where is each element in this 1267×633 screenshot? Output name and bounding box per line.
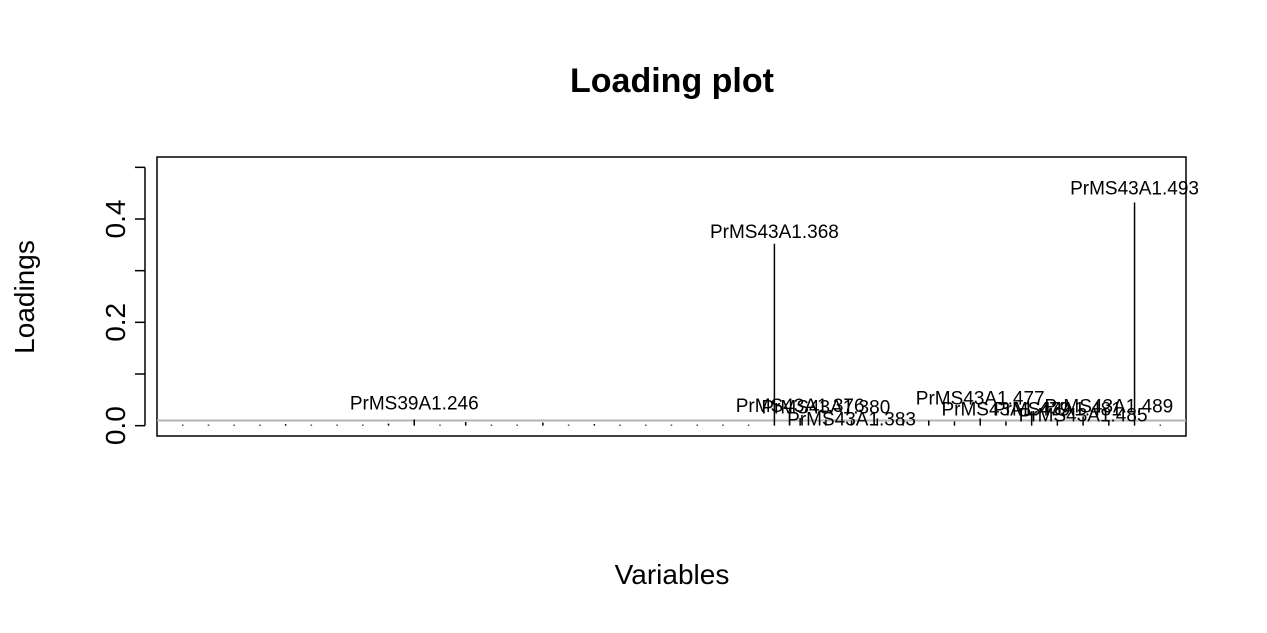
- point-label-2: PrMS43A1.376: [736, 396, 865, 417]
- point-label-4: PrMS43A1.383: [787, 410, 916, 431]
- point-label-7: PrMS43A1.481: [993, 399, 1122, 420]
- y-axis-label: Loadings: [9, 240, 40, 354]
- point-label-5: PrMS43A1.477: [916, 388, 1045, 409]
- y-tick-label-0: 0.0: [100, 406, 131, 445]
- point-label-0: PrMS39A1.246: [350, 393, 479, 414]
- point-label-3: PrMS43A1.380: [761, 397, 890, 418]
- y-tick-label-2: 0.4: [100, 200, 131, 239]
- point-labels-layer: PrMS39A1.246PrMS43A1.368PrMS43A1.376PrMS…: [350, 178, 1199, 430]
- point-label-6: PrMS43A1.479: [941, 400, 1070, 421]
- point-label-9: PrMS43A1.489: [1044, 397, 1173, 418]
- chart-title: Loading plot: [570, 62, 774, 100]
- plot-frame: [156, 156, 1187, 437]
- point-label-8: PrMS43A1.485: [1019, 405, 1148, 426]
- point-label-10: PrMS43A1.493: [1070, 178, 1199, 199]
- point-label-1: PrMS43A1.368: [710, 222, 839, 243]
- y-axis: 0.0 0.2 0.4: [100, 166, 146, 445]
- spikes-layer: [181, 202, 1162, 426]
- x-axis-label: Variables: [615, 559, 730, 590]
- y-tick-label-1: 0.2: [100, 303, 131, 342]
